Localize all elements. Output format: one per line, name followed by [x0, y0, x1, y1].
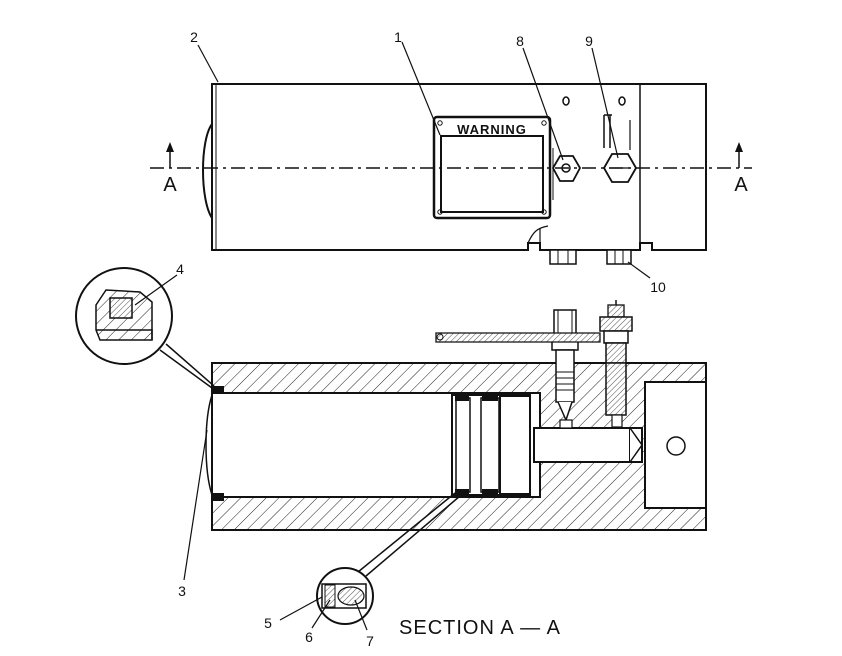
fitting-9 — [602, 114, 638, 183]
callout-1: 1 — [394, 29, 402, 45]
callout-3: 3 — [178, 583, 186, 599]
top-view: WARNING A — [150, 83, 752, 265]
valve-stem-9 — [599, 300, 633, 428]
callout-9: 9 — [585, 33, 593, 49]
mounting-hole — [618, 96, 626, 106]
warning-plate: WARNING — [432, 115, 552, 220]
section-view — [75, 267, 707, 625]
callout-numbers: 1 2 3 4 5 6 7 8 9 10 — [176, 29, 666, 649]
section-mark-right: A — [734, 174, 748, 196]
callout-2: 2 — [190, 29, 198, 45]
bottom-fittings — [549, 249, 632, 265]
callout-7: 7 — [366, 633, 374, 649]
callout-leaders — [134, 41, 651, 631]
callout-6: 6 — [305, 629, 313, 645]
section-title: SECTION A — A — [399, 617, 561, 639]
callout-8: 8 — [516, 33, 524, 49]
detail-4 — [75, 267, 215, 389]
fitting-8 — [551, 148, 582, 200]
callout-10: 10 — [650, 279, 666, 295]
mounting-hole — [562, 96, 570, 106]
callout-4: 4 — [176, 261, 184, 277]
callout-5: 5 — [264, 615, 272, 631]
section-mark-left: A — [163, 174, 177, 196]
end-cap — [202, 123, 213, 219]
warning-plate-side — [435, 332, 601, 343]
warning-label: WARNING — [457, 122, 527, 137]
